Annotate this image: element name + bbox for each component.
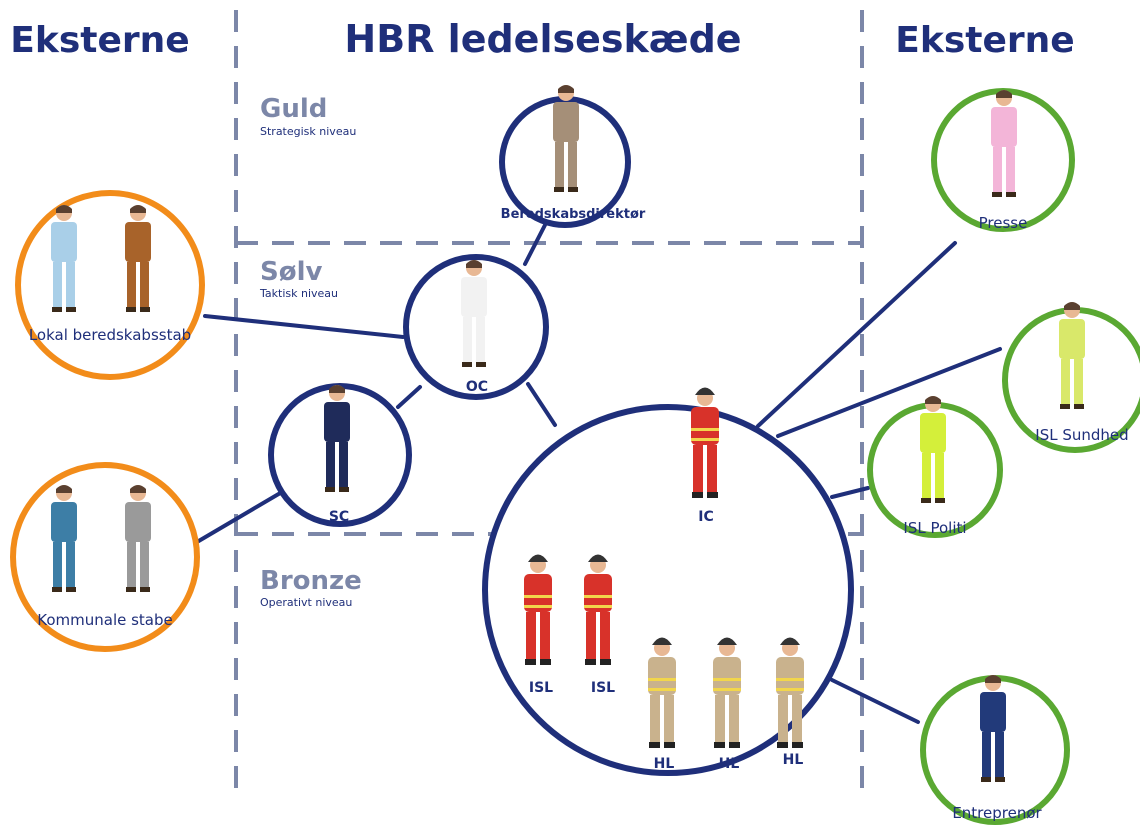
contractor-node: Entreprenør	[920, 675, 1070, 825]
municipal-staff-label: Kommunale stabe	[37, 611, 173, 629]
ic-node: IC ISL ISL HL HL HL	[482, 387, 854, 776]
header-left: Eksterne	[10, 20, 189, 61]
oc-label: OC	[466, 379, 488, 395]
isl-2-label: ISL	[591, 680, 615, 696]
link-sc-municipal	[195, 490, 284, 544]
level-silver-subtitle: Taktisk niveau	[259, 287, 338, 300]
link-director-oc	[523, 223, 547, 266]
local-staff-node: Lokal beredskabsstab	[15, 190, 205, 380]
link-oc-ic	[526, 382, 557, 427]
isl-police-node: ISL Politi	[867, 396, 1003, 538]
level-silver-title: Sølv	[260, 257, 323, 287]
hl-1-label: HL	[654, 756, 675, 772]
hl-2-label: HL	[719, 756, 740, 772]
hl-3-label: HL	[783, 752, 804, 768]
level-gold-subtitle: Strategisk niveau	[260, 125, 356, 138]
isl-police-label: ISL Politi	[903, 519, 966, 537]
sc-node: SC	[268, 383, 412, 527]
level-gold-title: Guld	[260, 94, 327, 124]
oc-node: OC	[403, 254, 549, 400]
press-node: Presse	[931, 88, 1075, 232]
header-right: Eksterne	[895, 20, 1074, 61]
connectors	[195, 223, 1002, 724]
isl-health-label: ISL Sundhed	[1035, 426, 1128, 444]
level-bronze-title: Bronze	[260, 566, 362, 596]
link-ic-contractor	[830, 678, 920, 724]
link-local-oc	[203, 314, 405, 339]
contractor-label: Entreprenør	[952, 804, 1042, 822]
link-ic-police	[830, 486, 870, 499]
sc-label: SC	[329, 509, 349, 525]
level-bronze-subtitle: Operativt niveau	[260, 596, 352, 609]
ic-label: IC	[698, 509, 713, 525]
municipal-staff-node: Kommunale stabe	[10, 462, 200, 652]
link-ic-health	[776, 347, 1002, 438]
header-center: HBR ledelseskæde	[344, 17, 741, 61]
isl-health-node: ISL Sundhed	[1002, 302, 1140, 453]
director-node: Beredskabsdirektør	[499, 85, 646, 228]
press-label: Presse	[979, 214, 1028, 232]
link-ic-press	[756, 241, 957, 428]
director-label: Beredskabsdirektør	[501, 207, 646, 222]
link-oc-sc	[396, 385, 422, 409]
isl-1-label: ISL	[529, 680, 553, 696]
local-staff-label: Lokal beredskabsstab	[29, 326, 191, 344]
